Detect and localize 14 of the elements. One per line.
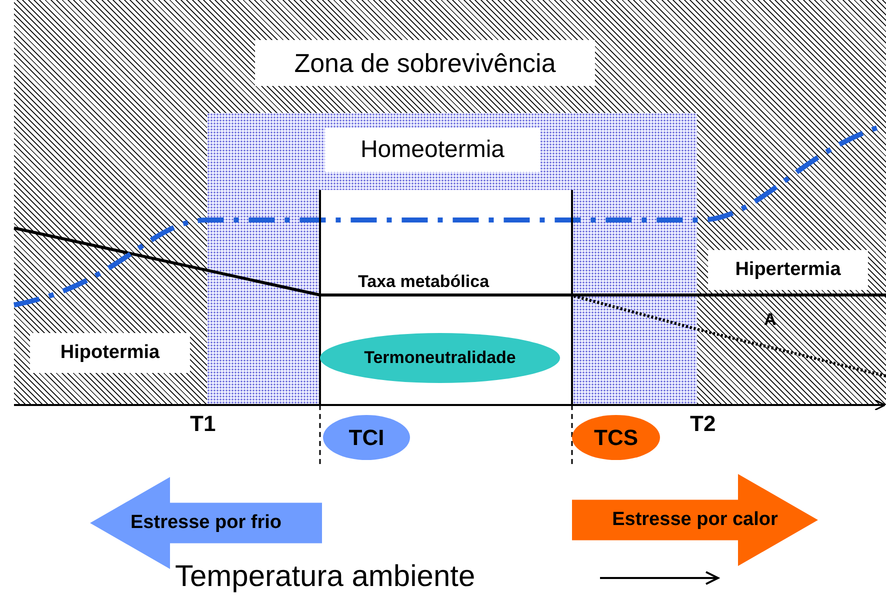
temperature-ellipse: TCI <box>323 415 410 460</box>
zone-label: Hipertermia <box>708 250 868 290</box>
temperature-ellipse: TCS <box>572 415 660 460</box>
axis-label: T2 <box>690 411 716 436</box>
survival-zone-region <box>14 0 886 405</box>
curve-label: Taxa metabólica <box>358 272 490 292</box>
axis-label: T1 <box>190 411 216 436</box>
zone-label: Hipotermia <box>30 333 190 373</box>
zone-title: Homeotermia <box>325 128 540 172</box>
axis-title: Temperatura ambiente <box>175 560 476 594</box>
homeothermy-region <box>207 113 697 405</box>
arrow-label: Estresse por frio <box>130 510 282 535</box>
arrow-label: Estresse por calor <box>611 508 779 532</box>
zone-title: Zona de sobrevivência <box>255 40 595 86</box>
